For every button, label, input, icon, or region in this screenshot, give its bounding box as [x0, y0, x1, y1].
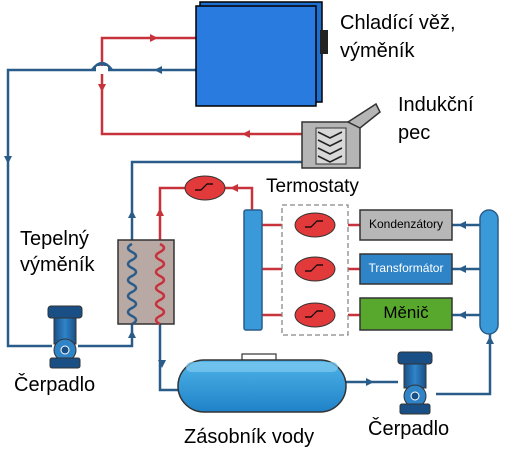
arrow-hot-exchanger-up: [156, 208, 164, 216]
cooling-tower-label-line1: Chladící věž,: [340, 12, 456, 34]
cooling-tower-front: [195, 5, 317, 107]
inverter-label: Měnič: [383, 303, 429, 322]
transformer-label: Transformátor: [368, 261, 444, 275]
heat-exchanger-blue-coil: [126, 242, 138, 326]
heat-exchanger-label-line1: Tepelný: [20, 228, 89, 250]
furnace-label-line2: pec: [398, 122, 431, 144]
arrow-cold-tower-out: [154, 66, 162, 74]
arrow-hot-thermostat-in: [230, 184, 238, 192]
arrow-cold-left-down: [4, 156, 12, 164]
heat-exchanger-red-coil: [154, 242, 166, 326]
thermostat-row-2: [294, 256, 336, 282]
heat-exchanger-body: [117, 239, 175, 325]
cooling-tower: [195, 1, 328, 107]
cold-pipe-pump-to-exchanger: [78, 322, 134, 348]
induction-furnace: [301, 102, 381, 169]
arrow-cold-exchanger-up: [128, 210, 136, 218]
furnace-coil-pattern: [317, 131, 343, 163]
flow-arrows: [4, 34, 494, 386]
arrow-hot-to-furnace: [242, 130, 250, 138]
heat-exchanger: [117, 239, 175, 326]
arrow-hot-tower-in: [150, 34, 158, 42]
arrow-cold-pump-up: [128, 330, 136, 338]
arrow-cold-to-inverter: [458, 311, 466, 319]
pump-left-label: Čerpadlo: [14, 374, 96, 396]
tank-highlight: [186, 362, 338, 372]
cooling-tower-label-line2: výměník: [340, 40, 415, 62]
capacitors-box: [359, 209, 453, 241]
hot-pipe-exchanger-to-thermostat: [158, 186, 186, 240]
capacitors-label: Kondenzátory: [368, 217, 444, 231]
arrow-cold-tank-out: [366, 378, 374, 386]
pipe-crossing-bridge-arc: [90, 61, 114, 71]
water-tank-label: Zásobník vody: [184, 426, 315, 448]
arrow-cold-to-capacitors: [458, 221, 466, 229]
pump-right: [397, 351, 433, 415]
thermostat-main: [184, 175, 226, 201]
cold-pipe-pump-to-manifold: [436, 330, 492, 396]
water-tank: [177, 353, 347, 413]
tank-body: [177, 359, 347, 413]
right-manifold: [479, 209, 499, 335]
arrow-cold-to-tank: [158, 360, 166, 368]
pipe-crossing-gap: [96, 66, 108, 74]
thermostat-row-3: [294, 302, 336, 328]
heat-exchanger-label-line2: výměník: [20, 254, 95, 276]
thermostat-row-1: [294, 212, 336, 238]
left-manifold: [243, 209, 263, 331]
arrow-cold-right-up: [486, 336, 494, 344]
pump-right-label: Čerpadlo: [368, 418, 450, 440]
pump-left: [47, 305, 83, 369]
arrow-cold-to-transformer: [458, 265, 466, 273]
transformer-box: [359, 253, 453, 285]
furnace-label-line1: Indukční: [398, 94, 474, 116]
arrow-hot-left-down: [98, 84, 106, 92]
thermostats-label: Termostaty: [266, 176, 359, 197]
cooling-tower-fan: [320, 30, 328, 54]
cold-pipe-exchanger-to-furnace: [130, 160, 302, 240]
furnace-arm: [346, 102, 381, 129]
inverter-box: [359, 297, 453, 331]
cold-pipe-exchanger-to-tank: [158, 322, 178, 392]
